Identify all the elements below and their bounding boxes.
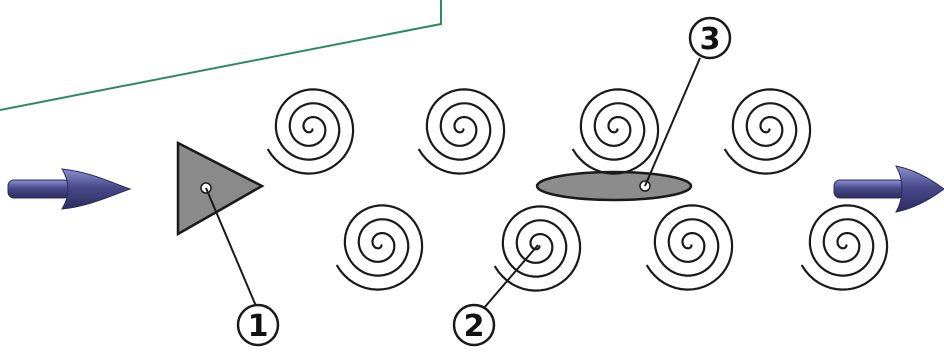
callout-1-leader (206, 188, 256, 306)
callout-1-label: 1 (248, 309, 269, 344)
vortex-6-icon (495, 206, 580, 290)
callout-3-label: 3 (700, 22, 721, 57)
vortex-5-icon (337, 205, 422, 289)
callout-2-label: 2 (464, 309, 485, 344)
vortex-3-icon (573, 89, 658, 173)
inlet-flow-arrow-icon (8, 169, 130, 209)
callout-1: 1 (238, 305, 278, 345)
vortex-4-icon (725, 89, 810, 173)
callout-2: 2 (454, 305, 494, 345)
frame-border-line (0, 0, 441, 110)
sensor-plate-icon (537, 172, 691, 200)
vortex-8-icon (802, 205, 887, 289)
callout-3: 3 (690, 18, 730, 58)
vortex-7-icon (647, 205, 732, 289)
callout-3-leader (645, 58, 700, 186)
vortex-1-icon (268, 89, 353, 173)
vortex-2-icon (419, 89, 504, 173)
